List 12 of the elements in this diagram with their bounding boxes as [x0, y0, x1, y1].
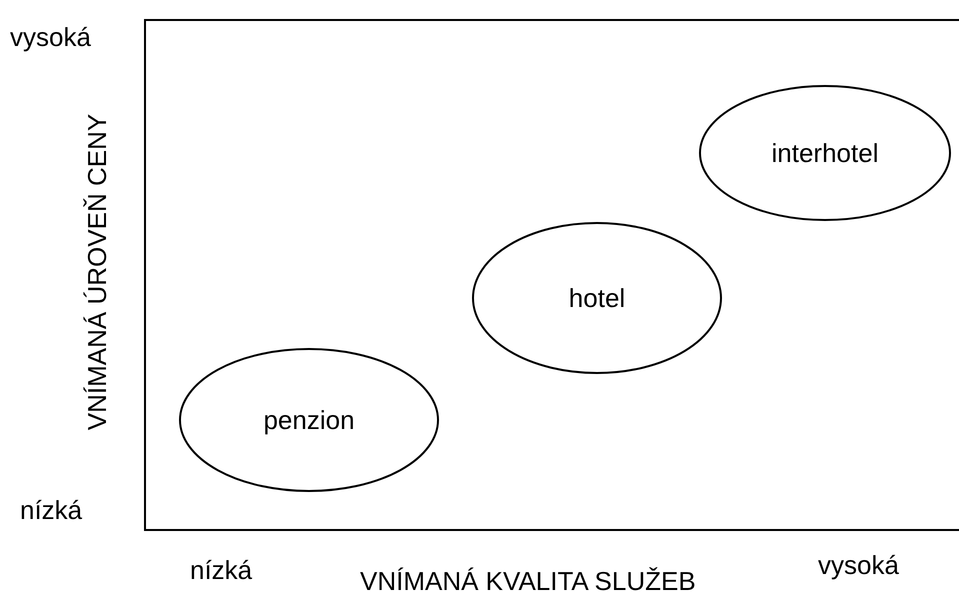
axis-min-label: nízká — [190, 557, 252, 583]
axis-title: VNÍMANÁ ÚROVEŇ CENY — [84, 114, 110, 430]
ellipse-node — [472, 222, 722, 374]
ellipse-node — [179, 348, 439, 492]
node-label: hotel — [568, 282, 626, 314]
axis-title: VNÍMANÁ KVALITA SLUŽEB — [360, 568, 696, 592]
axis-max-label: vysoká — [10, 24, 91, 50]
axis-min-label: nízká — [20, 497, 82, 523]
axis-max-label: vysoká — [818, 552, 899, 578]
ellipse-node — [699, 85, 951, 221]
node-label: penzion — [263, 404, 355, 436]
node-label: interhotel — [772, 138, 878, 168]
